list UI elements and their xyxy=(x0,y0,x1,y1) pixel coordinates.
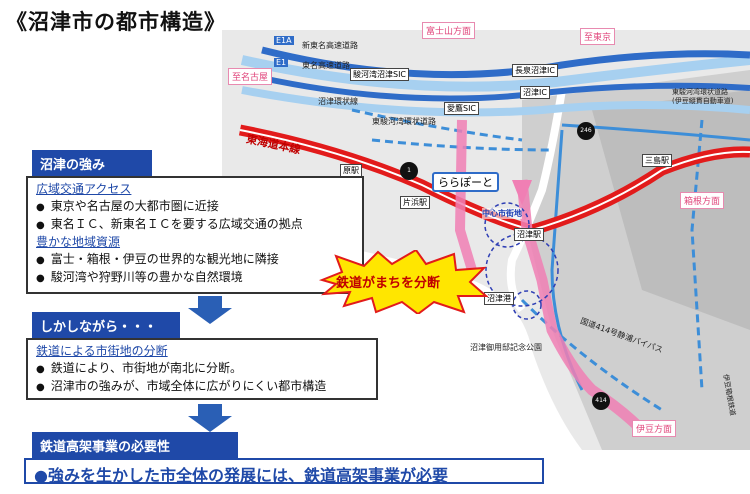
burst-text: 鉄道がまちを分断 xyxy=(336,276,441,291)
however-panel: 鉄道による市街地の分断 鉄道により、市街地が南北に分断。 沼津市の強みが、市域全… xyxy=(26,338,378,400)
strengths-panel: 広域交通アクセス 東京や名古屋の大都市圏に近接 東名ＩＣ、新東名ＩＣを要する広域… xyxy=(26,176,364,294)
numazu-station-label: 沼津駅 xyxy=(514,228,544,241)
down-arrow-icon xyxy=(188,404,232,432)
pink-route-south xyxy=(516,179,646,434)
higashi-surugawan-right-label: 東駿河湾環状道路 (伊豆縦貫自動車道) xyxy=(672,88,734,105)
strength-item: 東京や名古屋の大都市圏に近接 xyxy=(36,198,354,216)
e1a-label: E1A xyxy=(274,36,294,45)
route-414-sign: 414 xyxy=(592,392,610,410)
however-sub: 鉄道による市街地の分断 xyxy=(36,344,168,358)
shintomei-label: 新東名高速道路 xyxy=(302,41,358,50)
fuji-direction-label: 富士山方面 xyxy=(422,22,476,39)
central-area-label: 中心市街地 xyxy=(482,208,522,219)
down-arrow-icon xyxy=(188,296,232,324)
hakone-direction-label: 箱根方面 xyxy=(680,192,725,209)
izu-direction-label: 伊豆方面 xyxy=(632,420,677,437)
port-circle xyxy=(512,290,542,320)
page-title: 《沼津市の都市構造》 xyxy=(6,10,226,34)
central-area-circle xyxy=(484,202,530,248)
strengths-sub-transport: 広域交通アクセス xyxy=(36,182,132,196)
nagoya-direction-label: 至名古屋 xyxy=(228,68,273,85)
kanjo-road-label: 沼津環状線 xyxy=(318,97,358,106)
strengths-sub-resources: 豊かな地域資源 xyxy=(36,235,121,249)
tomei-label: 東名高速道路 xyxy=(302,61,350,70)
tokyo-direction-label: 至東京 xyxy=(580,28,616,45)
strength-item: 東名ＩＣ、新東名ＩＣを要する広域交通の拠点 xyxy=(36,216,354,234)
route-246-sign: 246 xyxy=(577,122,595,140)
strengths-header: 沼津の強み xyxy=(32,150,152,177)
mishima-station-label: 三島駅 xyxy=(642,154,672,167)
lalaport-label: ららぽーと xyxy=(432,172,499,192)
route-1-sign: 1 xyxy=(400,162,418,180)
burst-shape xyxy=(318,250,488,314)
strength-item: 駿河湾や狩野川等の豊かな自然環境 xyxy=(36,269,354,287)
necessity-header: 鉄道高架事業の必要性 xyxy=(32,432,238,459)
katahama-station-label: 片浜駅 xyxy=(400,196,430,209)
ashitaka-sic-label: 愛鷹SIC xyxy=(444,102,480,115)
numazu-ic-label: 沼津IC xyxy=(520,86,550,99)
goyotei-label: 沼津御用邸記念公園 xyxy=(470,343,542,352)
nagaizumi-ic-label: 長泉沼津IC xyxy=(512,64,558,77)
surugawan-sic-label: 駿河湾沼津SIC xyxy=(350,68,410,81)
pink-route-north xyxy=(454,119,477,272)
shintomei-line xyxy=(240,55,750,92)
conclusion-text: ●強みを生かした市全体の発展には、鉄道高架事業が必要 xyxy=(24,458,544,485)
however-item: 沼津市の強みが、市域全体に広がりにくい都市構造 xyxy=(36,378,368,396)
however-item: 鉄道により、市街地が南北に分断。 xyxy=(36,360,368,378)
however-header: しかしながら・・・ xyxy=(32,312,180,339)
strength-item: 富士・箱根・伊豆の世界的な観光地に隣接 xyxy=(36,251,354,269)
e1-label: E1 xyxy=(274,58,289,67)
higashi-surugawan-label: 東駿河湾環状道路 xyxy=(372,117,436,126)
numazu-port-label: 沼津港 xyxy=(484,292,514,305)
tomei-line xyxy=(241,86,750,117)
